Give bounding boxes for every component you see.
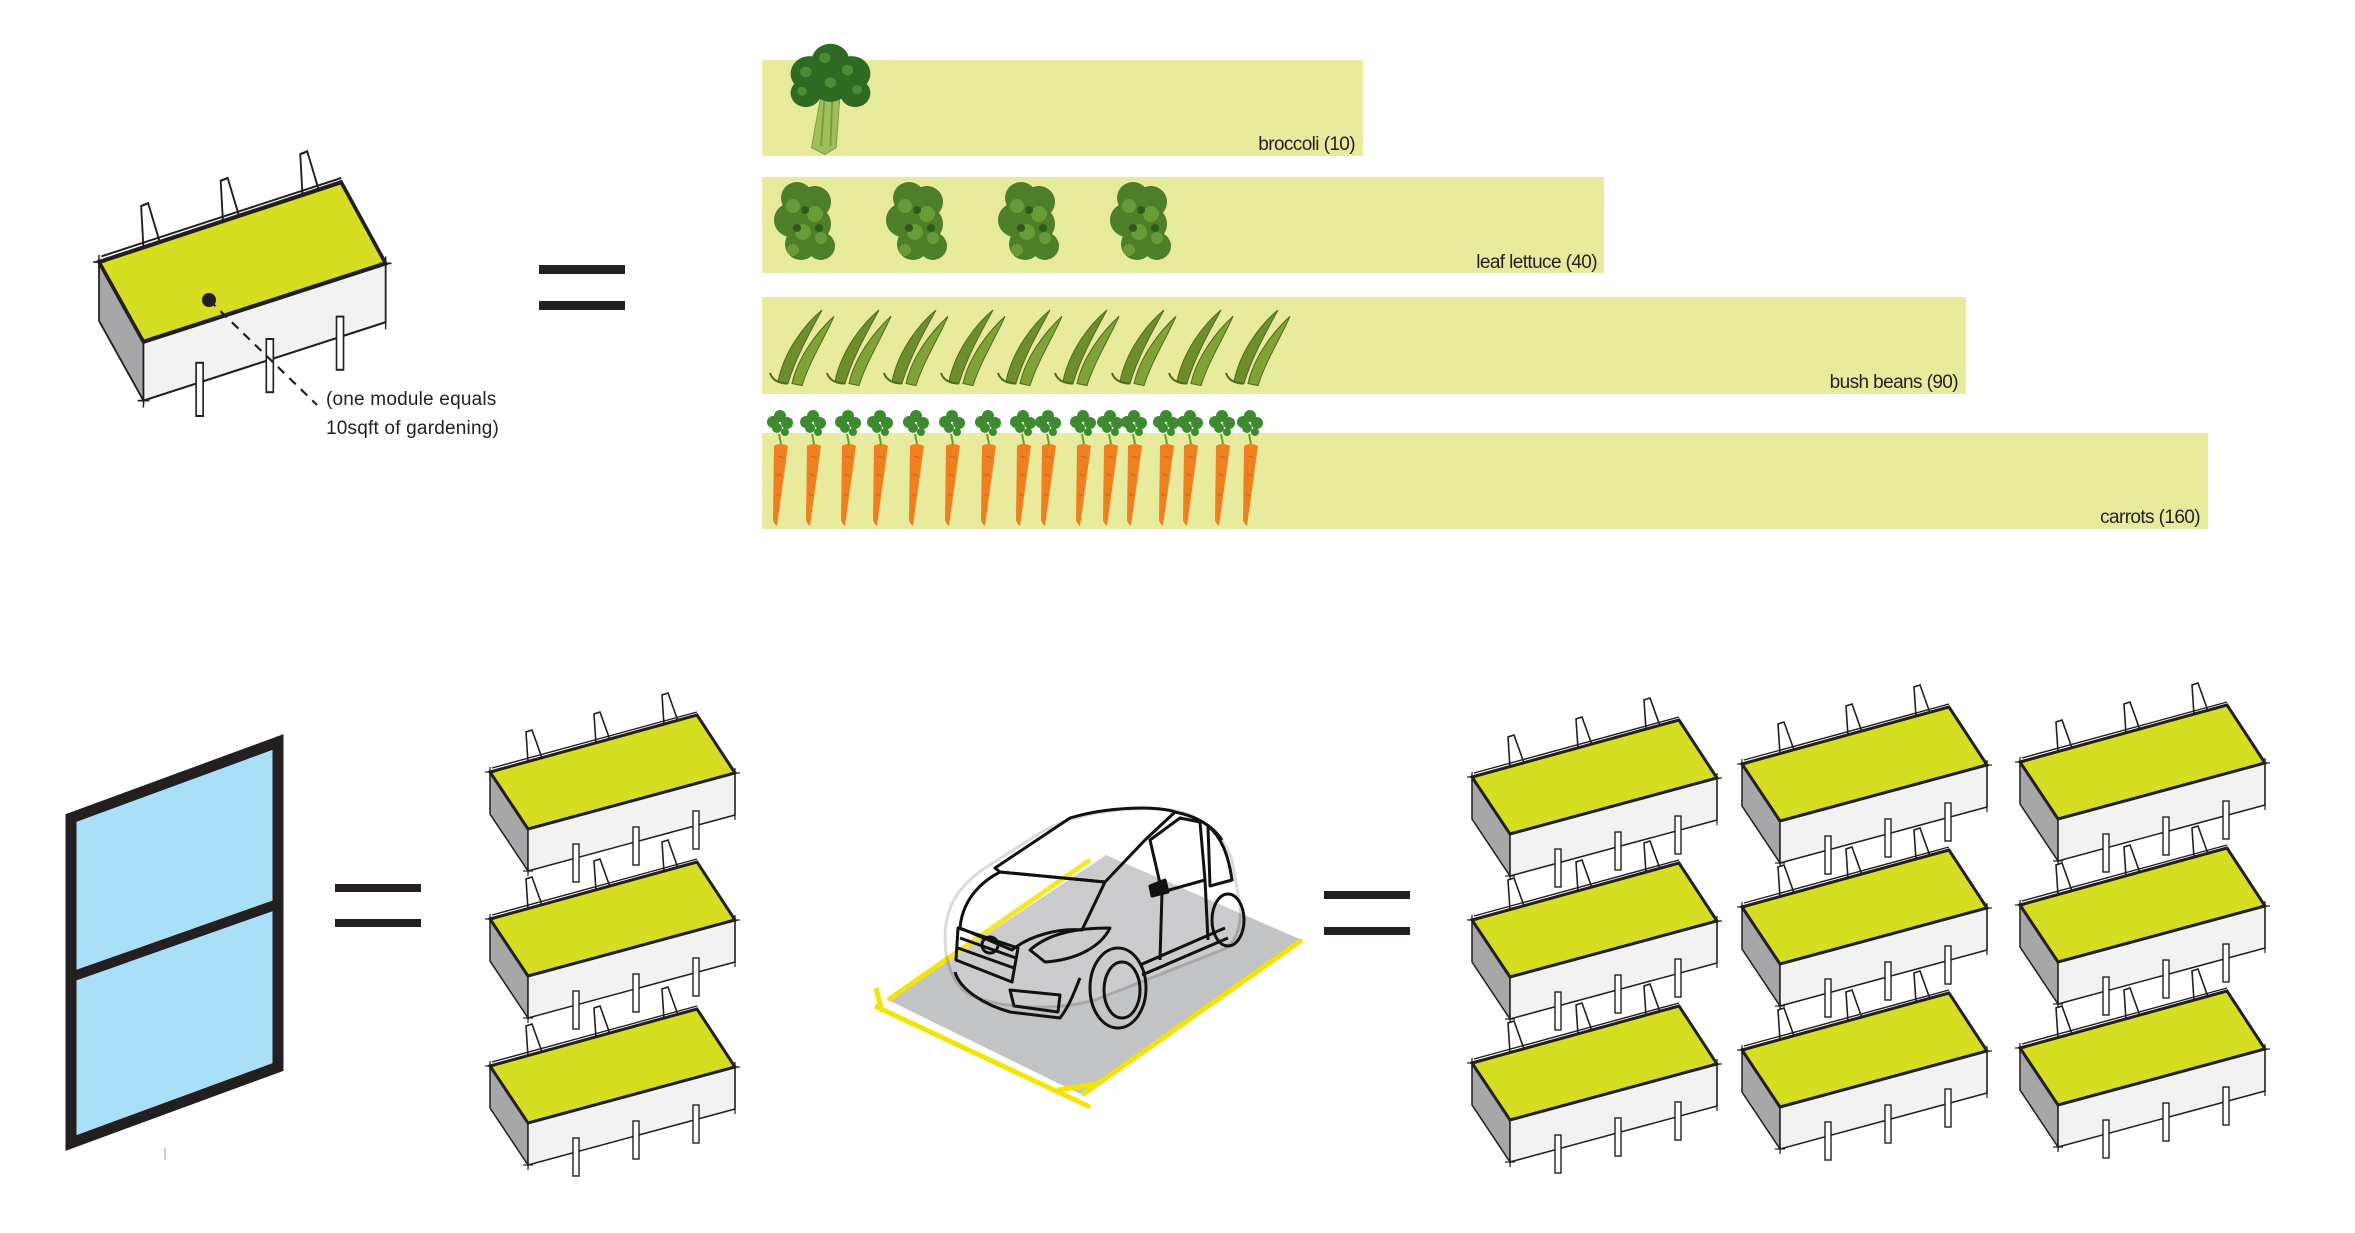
equals-sign	[1324, 891, 1410, 935]
equals-sign	[539, 265, 625, 310]
parking-module-grid	[1465, 681, 2272, 1175]
garden-module-icon	[483, 838, 742, 1031]
parking-lines	[873, 857, 1304, 1110]
crop-bar	[762, 297, 1966, 394]
crop-label: broccoli (10)	[1258, 134, 1355, 155]
parking-pad	[888, 855, 1302, 1095]
parking-space	[873, 855, 1304, 1110]
garden-module-icon	[1735, 683, 1994, 876]
crop-label: carrots (160)	[2100, 507, 2200, 528]
crop-row-carrots: carrots (160)	[762, 409, 2208, 529]
garden-module-reference: (one module equals 10sqft of gardening)	[93, 151, 499, 439]
crop-label: bush beans (90)	[1830, 372, 1959, 393]
crop-row-bush-beans: bush beans (90)	[762, 297, 1966, 394]
window-module-stack	[483, 691, 742, 1178]
crop-row-leaf-lettuce: leaf lettuce (40)	[762, 177, 1604, 273]
garden-module-icon	[1465, 696, 1724, 889]
garden-module-icon	[2013, 681, 2272, 874]
car-icon	[943, 806, 1246, 1030]
module-note-line2: 10sqft of gardening)	[326, 418, 499, 439]
equals-sign	[335, 884, 421, 927]
garden-module-icon	[483, 985, 742, 1178]
crop-bar	[762, 433, 2208, 529]
module-note-line1: (one module equals	[326, 389, 497, 410]
crop-row-broccoli: broccoli (10)	[762, 42, 1363, 156]
crop-yield-chart: broccoli (10) leaf lettuce (40) bush bea…	[762, 42, 2208, 529]
window-icon	[65, 734, 284, 1151]
garden-module-icon	[483, 691, 742, 884]
crop-label: leaf lettuce (40)	[1476, 252, 1597, 273]
